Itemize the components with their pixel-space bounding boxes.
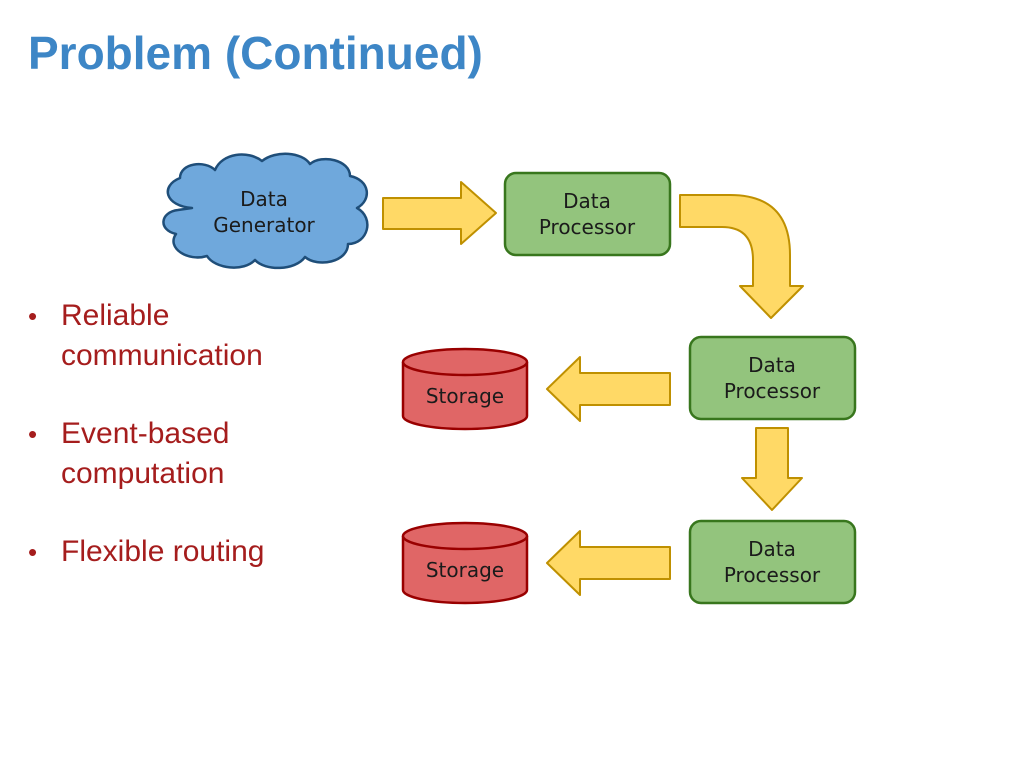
data-processor-box: Data Processor [503,171,672,257]
arrow-curved-down [679,194,804,319]
bullet-item: Reliable communication [26,296,326,376]
data-processor-box: Data Processor [688,519,857,605]
cloud-shape [162,152,369,270]
storage-label: Storage [426,558,504,582]
storage-cylinder: Storage [401,347,529,431]
cylinder-top [401,521,529,551]
arrow-left [546,356,671,422]
arrow-left [546,530,671,596]
storage-label: Storage [426,384,504,408]
data-generator-cloud: Data Generator [162,152,369,270]
bullet-list: Reliable communication Event-based compu… [26,296,326,610]
cylinder-body [401,536,529,605]
processor-label-line2: Processor [724,563,821,587]
arrow-right [382,181,497,245]
generator-label-line2: Generator [213,213,315,237]
data-processor-box: Data Processor [688,335,857,421]
cylinder-body [401,362,529,431]
arrow-down [741,427,803,511]
processor-label-line1: Data [748,353,796,377]
processor-shape [688,335,857,421]
slide-title: Problem (Continued) [28,27,483,79]
cylinder-top [401,347,529,377]
processor-shape [688,519,857,605]
storage-cylinder: Storage [401,521,529,605]
processor-shape [503,171,672,257]
processor-label-line1: Data [563,189,611,213]
bullet-item: Event-based computation [26,414,326,494]
processor-label-line2: Processor [724,379,821,403]
generator-label-line1: Data [240,187,288,211]
processor-label-line1: Data [748,537,796,561]
bullet-item: Flexible routing [26,532,326,572]
processor-label-line2: Processor [539,215,636,239]
